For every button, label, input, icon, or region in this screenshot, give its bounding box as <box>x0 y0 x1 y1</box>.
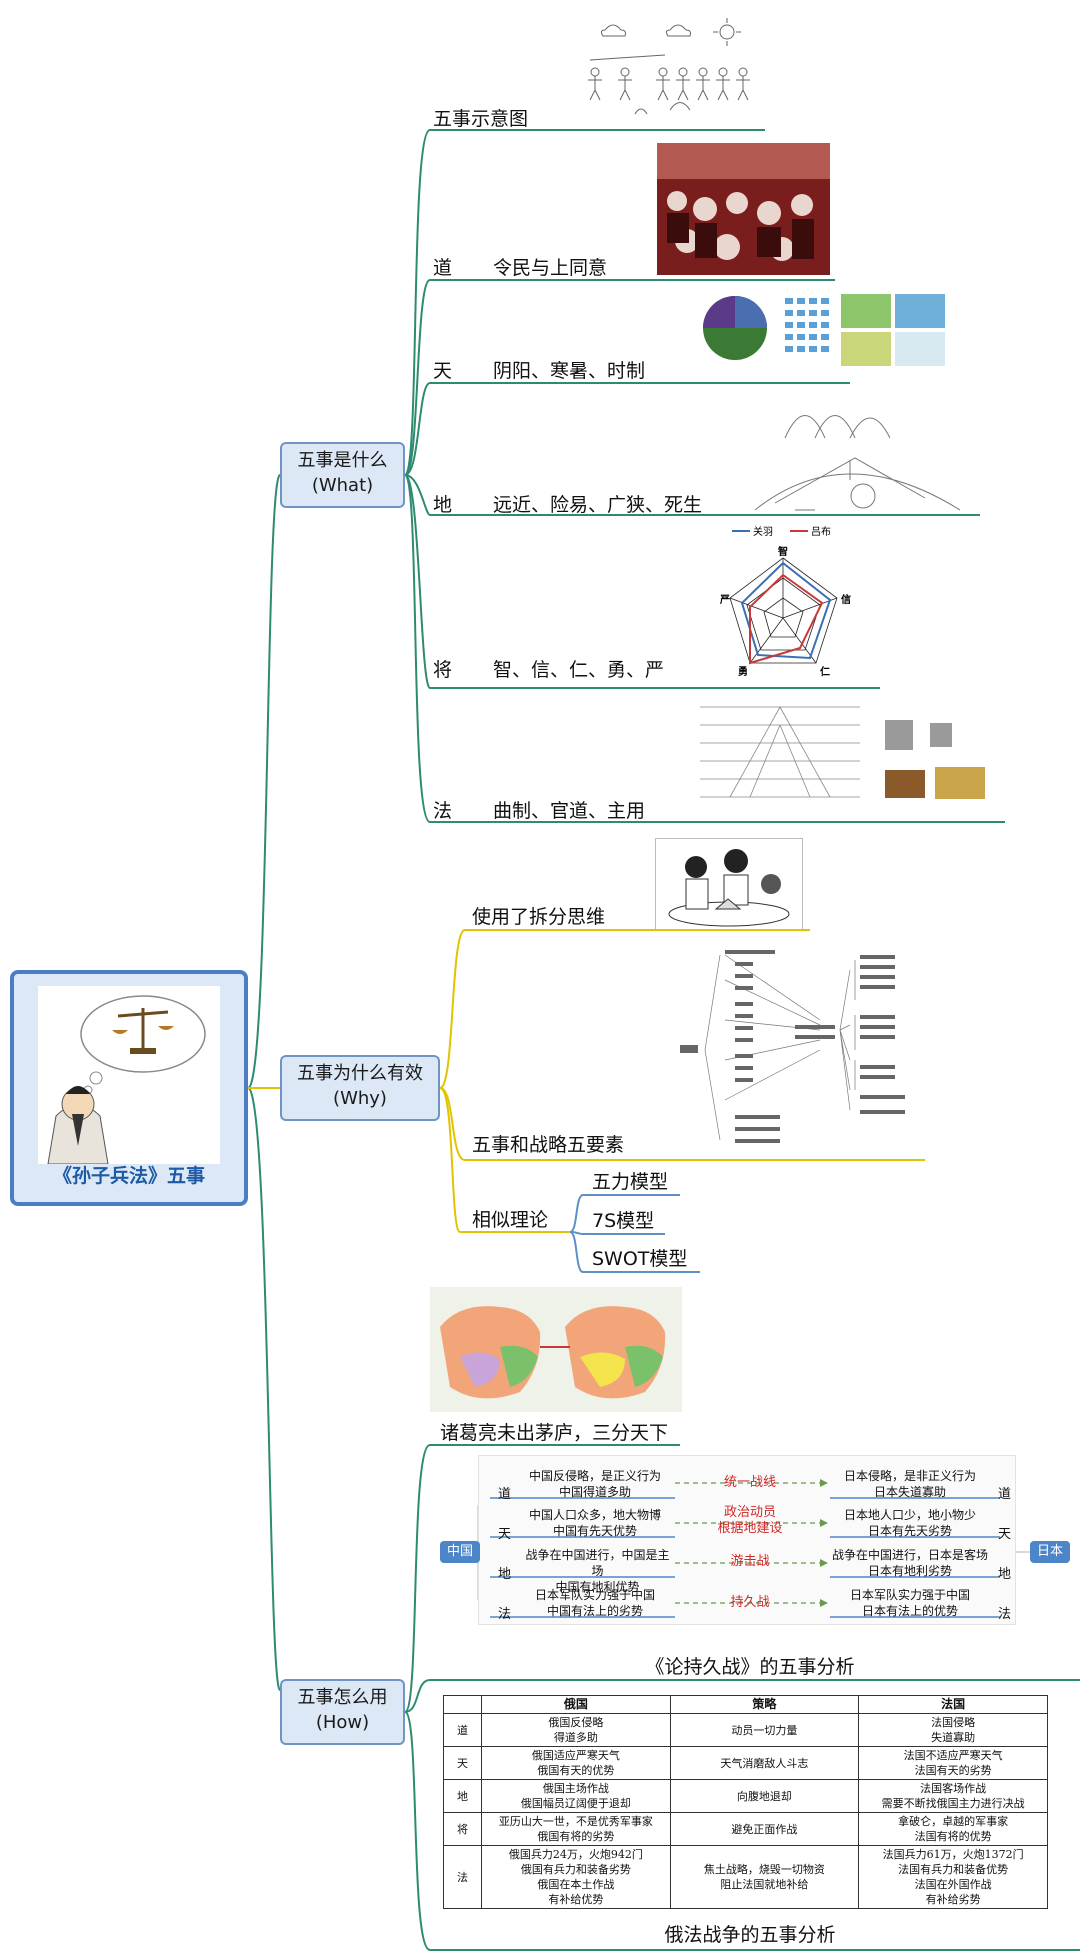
radar-axis-ren: 仁 <box>820 665 830 678</box>
general-radar-chart: 关羽 吕布 智 信 仁 勇 严 <box>719 523 870 683</box>
table-cell-st: 焦土战略，烧毁一切物资 阻止法国就地补给 <box>669 1845 860 1909</box>
table-row: 将 亚历山大一世，不是优秀军事家 俄国有将的劣势 避免正面作战 拿破仑，卓越的军… <box>442 1812 1048 1846</box>
protracted-left-di: 战争在中国进行，中国是主场 中国有地利优势 <box>525 1548 670 1594</box>
radar-axis-yong: 勇 <box>738 666 748 678</box>
table-header-france: 法国 <box>858 1695 1048 1714</box>
what-node[interactable]: 五事是什么 (What) <box>280 442 405 508</box>
strategy-united-front: 统一战线 <box>723 1475 776 1490</box>
similar-7s[interactable]: 7S模型 <box>592 1210 655 1232</box>
table-key: 将 <box>442 1812 483 1846</box>
protracted-key-fa-right: 法 <box>998 1607 1012 1622</box>
table-row: 道 俄国反侵略 得道多助 动员一切力量 法国侵略 失道寡助 <box>442 1713 1048 1747</box>
table-key: 道 <box>442 1713 483 1747</box>
what-desc-tian[interactable]: 阴阳、寒暑、时制 <box>493 360 646 382</box>
table-cell-fr: 法国客场作战 需要不断找俄国主力进行决战 <box>858 1779 1048 1813</box>
splitting-cartoon-image <box>655 838 803 930</box>
protracted-war-caption[interactable]: 《论持久战》的五事分析 <box>645 1656 855 1678</box>
what-key-tian: 天 <box>433 360 453 382</box>
table-row: 天 俄国适应严寒天气 俄国有天的优势 天气消磨敌人斗志 法国不适应严寒天气 法国… <box>442 1746 1048 1780</box>
root-node[interactable]: 《孙子兵法》五事 <box>10 970 248 1206</box>
strategy-mobilization: 政治动员 根据地建设 <box>717 1505 783 1536</box>
table-cell-st: 避免正面作战 <box>669 1812 860 1846</box>
why-item-split-thinking[interactable]: 使用了拆分思维 <box>472 906 606 928</box>
protracted-key-di-left: 地 <box>498 1567 512 1582</box>
military-organization-image <box>690 695 1005 813</box>
radar-axis-yan: 严 <box>720 594 730 606</box>
what-desc-di[interactable]: 远近、险易、广狭、死生 <box>493 494 703 516</box>
table-row: 法 俄国兵力24万，火炮942门 俄国有兵力和装备劣势 俄国在本土作战 有补给优… <box>442 1845 1048 1909</box>
three-kingdoms-map-image <box>430 1287 682 1412</box>
japan-tag: 日本 <box>1030 1541 1070 1563</box>
table-cell-ru: 俄国适应严寒天气 俄国有天的优势 <box>481 1746 671 1780</box>
what-desc-dao[interactable]: 令民与上同意 <box>493 257 608 279</box>
strategy-five-elements-diagram <box>680 940 910 1150</box>
crowd-photo-image <box>657 143 830 275</box>
table-key: 地 <box>442 1779 483 1813</box>
table-cell-ru: 俄国兵力24万，火炮942门 俄国有兵力和装备劣势 俄国在本土作战 有补给优势 <box>481 1845 671 1909</box>
how-node[interactable]: 五事怎么用 (How) <box>280 1679 405 1745</box>
why-item-five-elements[interactable]: 五事和战略五要素 <box>472 1134 625 1156</box>
radar-axis-zhi: 智 <box>778 545 788 558</box>
table-cell-ru: 俄国主场作战 俄国幅员辽阔便于退却 <box>481 1779 671 1813</box>
table-cell-ru: 俄国反侵略 得道多助 <box>481 1713 671 1747</box>
root-title: 《孙子兵法》五事 <box>52 1165 205 1187</box>
what-desc-jiang[interactable]: 智、信、仁、勇、严 <box>493 659 665 681</box>
russo-french-table: 俄国 策略 法国 道 俄国反侵略 得道多助 动员一切力量 法国侵略 失道寡助 天… <box>442 1695 1048 1909</box>
table-key: 法 <box>442 1845 483 1909</box>
strategy-protracted: 持久战 <box>730 1595 770 1610</box>
russo-french-caption[interactable]: 俄法战争的五事分析 <box>664 1924 836 1946</box>
what-key-di: 地 <box>433 494 453 516</box>
what-key-fa: 法 <box>433 800 453 822</box>
protracted-key-dao-right: 道 <box>998 1487 1012 1502</box>
what-desc-fa[interactable]: 曲制、官道、主用 <box>493 800 646 822</box>
similar-five-forces[interactable]: 五力模型 <box>592 1171 669 1193</box>
table-cell-st: 天气消磨敌人斗志 <box>669 1746 860 1780</box>
strategy-guerrilla: 游击战 <box>730 1554 770 1569</box>
protracted-key-tian-left: 天 <box>498 1527 512 1542</box>
similar-theory-label[interactable]: 相似理论 <box>472 1209 549 1231</box>
table-row: 地 俄国主场作战 俄国幅员辽阔便于退却 向腹地退却 法国客场作战 需要不断找俄国… <box>442 1779 1048 1813</box>
table-header-russia: 俄国 <box>481 1695 671 1714</box>
table-cell-fr: 法国侵略 失道寡助 <box>858 1713 1048 1747</box>
weather-seasons-image <box>695 292 957 372</box>
protracted-left-dao: 中国反侵略，是正义行为 中国得道多助 <box>528 1469 661 1499</box>
radar-legend-2: 吕布 <box>811 526 831 538</box>
radar-axis-xin: 信 <box>841 593 851 606</box>
table-key: 天 <box>442 1746 483 1780</box>
sunzi-portrait-image <box>38 986 220 1165</box>
protracted-key-dao-left: 道 <box>498 1487 512 1502</box>
what-key-dao: 道 <box>433 257 453 279</box>
radar-legend-1: 关羽 <box>753 525 773 538</box>
zhuge-label[interactable]: 诸葛亮未出茅庐，三分天下 <box>440 1422 669 1444</box>
table-cell-fr: 法国不适应严寒天气 法国有天的劣势 <box>858 1746 1048 1780</box>
protracted-right-dao: 日本侵略，是非正义行为 日本失道寡助 <box>843 1469 976 1499</box>
protracted-key-fa-left: 法 <box>498 1607 512 1622</box>
table-cell-st: 动员一切力量 <box>669 1713 860 1747</box>
table-cell-st: 向腹地退却 <box>669 1779 860 1813</box>
five-factors-sketch-image <box>575 10 760 120</box>
why-node[interactable]: 五事为什么有效 (Why) <box>280 1055 440 1121</box>
table-cell-ru: 亚历山大一世，不是优秀军事家 俄国有将的劣势 <box>481 1812 671 1846</box>
table-header-strategy: 策略 <box>669 1695 860 1714</box>
protracted-left-fa: 日本军队实力强于中国 中国有法上的劣势 <box>534 1588 655 1618</box>
similar-swot[interactable]: SWOT模型 <box>592 1248 688 1270</box>
protracted-right-tian: 日本地人口少，地小物少 日本有先天劣势 <box>843 1508 976 1538</box>
protracted-key-tian-right: 天 <box>998 1527 1012 1542</box>
terrain-sketch-image <box>754 398 965 513</box>
protracted-key-di-right: 地 <box>998 1567 1012 1582</box>
protracted-right-di: 战争在中国进行，日本是客场 日本有地利劣势 <box>831 1548 988 1578</box>
protracted-left-tian: 中国人口众多，地大物博 中国有先天优势 <box>528 1508 661 1538</box>
protracted-right-fa: 日本军队实力强于中国 日本有法上的优势 <box>849 1588 970 1618</box>
china-tag: 中国 <box>440 1541 480 1563</box>
table-header-empty <box>442 1695 483 1714</box>
diagram-label[interactable]: 五事示意图 <box>433 108 529 130</box>
table-cell-fr: 法国兵力61万，火炮1372门 法国有兵力和装备优势 法国在外国作战 有补给劣势 <box>858 1845 1048 1909</box>
table-cell-fr: 拿破仑，卓越的军事家 法国有将的优势 <box>858 1812 1048 1846</box>
what-key-jiang: 将 <box>433 659 453 681</box>
